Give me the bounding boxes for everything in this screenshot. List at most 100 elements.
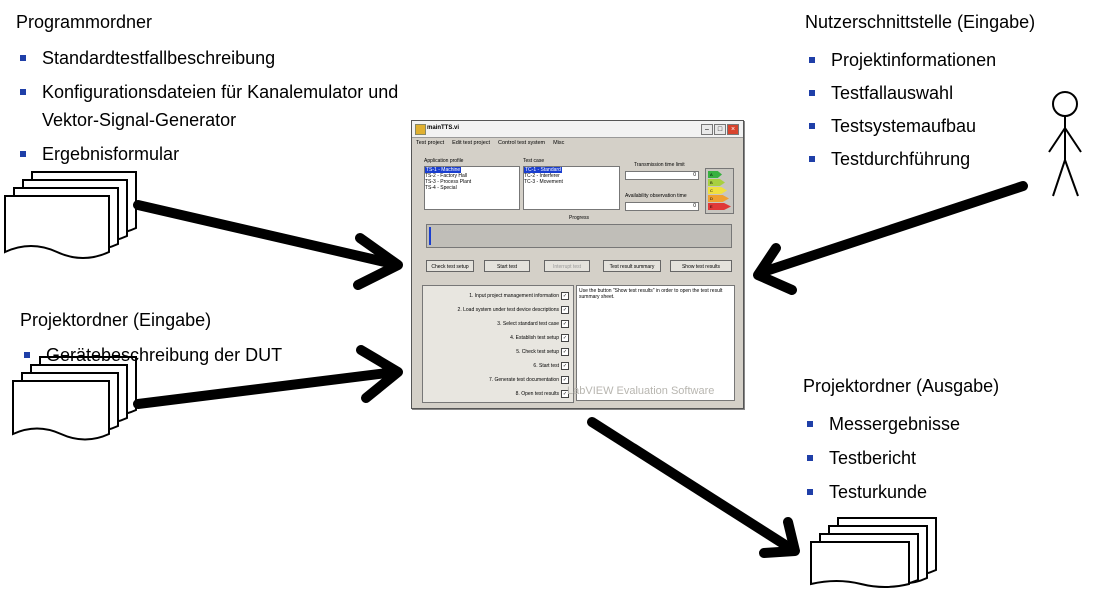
- progress-label: Progress: [569, 215, 590, 221]
- steps-panel: 1. Input project management information✓…: [422, 285, 574, 403]
- transmission-time-field[interactable]: 0: [625, 171, 699, 180]
- bullet-icon: [809, 90, 815, 96]
- list-item-label: Vektor-Signal-Generator: [42, 110, 237, 130]
- user-stick-figure: [1048, 91, 1082, 197]
- list-item: Messergebnisse: [803, 407, 999, 441]
- bullet-icon: [20, 89, 26, 95]
- checkbox-icon[interactable]: ✓: [561, 306, 569, 314]
- test-result-summary-button[interactable]: Test result summary: [603, 260, 661, 272]
- list-item: Gerätebeschreibung der DUT: [20, 341, 282, 369]
- progress-bar: [426, 224, 732, 248]
- step-item: 7. Generate test documentation✓: [488, 376, 569, 384]
- list-item: Testsystemaufbau: [805, 110, 1035, 143]
- application-profile-list[interactable]: TS-1 - Machine TS-2 - Factory Hall TS-3 …: [424, 166, 520, 210]
- project-input-title: Projektordner (Eingabe): [20, 310, 212, 330]
- rating-a: A: [708, 171, 722, 178]
- app-icon: [415, 124, 426, 135]
- list-item[interactable]: TC-2 - Interferer: [524, 173, 560, 179]
- user-interface-title: Nutzerschnittstelle (Eingabe): [805, 12, 1036, 32]
- arrow-program-to-app: [133, 200, 403, 290]
- close-icon[interactable]: ×: [727, 124, 739, 135]
- menu-item-misc[interactable]: Misc: [553, 140, 565, 146]
- bullet-icon: [809, 57, 815, 63]
- program-folder-title: Programmordner: [16, 12, 153, 32]
- program-folder-list: Standardtestfallbeschreibung Konfigurati…: [16, 44, 398, 168]
- project-output-block: Projektordner (Ausgabe) Messergebnisse T…: [803, 376, 999, 509]
- bullet-icon: [807, 489, 813, 495]
- minimize-icon[interactable]: –: [701, 124, 713, 135]
- list-item[interactable]: TS-1 - Machine: [425, 167, 462, 173]
- list-item[interactable]: TS-2 - Factory Hall: [425, 173, 467, 179]
- list-item[interactable]: TC-3 - Movement: [524, 179, 563, 185]
- checkbox-icon[interactable]: ✓: [561, 362, 569, 370]
- app-window: mainTTS.vi – □ × Test project Edit test …: [411, 120, 744, 409]
- document-stack-program-folder: [4, 171, 137, 259]
- checkbox-icon[interactable]: ✓: [561, 334, 569, 342]
- user-interface-list: Projektinformationen Testfallauswahl Tes…: [805, 44, 1035, 176]
- document-stack-project-output: [810, 517, 937, 588]
- info-text-box: Use the button "Show test results" in or…: [576, 285, 735, 401]
- bullet-icon: [20, 151, 26, 157]
- list-item[interactable]: TS-3 - Process Plant: [425, 179, 472, 185]
- list-item-label: Gerätebeschreibung der DUT: [46, 345, 283, 365]
- availability-label: Availability observation time: [625, 193, 687, 199]
- list-item-continuation: Vektor-Signal-Generator: [16, 106, 398, 134]
- program-folder-block: Programmordner Standardtestfallbeschreib…: [16, 12, 398, 168]
- checkbox-icon[interactable]: ✓: [561, 292, 569, 300]
- arrow-project-input-to-app: [133, 345, 403, 409]
- list-item-label: Testurkunde: [829, 482, 928, 502]
- step-item: 5. Check test setup✓: [516, 348, 569, 356]
- list-item: Testdurchführung: [805, 143, 1035, 176]
- start-test-button[interactable]: Start test: [484, 260, 530, 272]
- availability-field[interactable]: 0: [625, 202, 699, 211]
- menu-item-edit-test-project[interactable]: Edit test project: [452, 140, 491, 146]
- rating-scale: A B C D E: [705, 168, 734, 214]
- list-item: Ergebnisformular: [16, 140, 398, 168]
- list-item: Testbericht: [803, 441, 999, 475]
- bullet-icon: [20, 55, 26, 61]
- bullet-icon: [807, 455, 813, 461]
- window-title: mainTTS.vi: [427, 125, 460, 131]
- bullet-icon: [807, 421, 813, 427]
- window-titlebar[interactable]: mainTTS.vi – □ ×: [412, 121, 743, 138]
- maximize-icon[interactable]: □: [714, 124, 726, 135]
- check-test-setup-button[interactable]: Check test setup: [426, 260, 474, 272]
- list-item-label: Testbericht: [829, 448, 917, 468]
- rating-b: B: [708, 179, 725, 186]
- list-item[interactable]: TC-1 - Standard: [524, 167, 562, 173]
- checkbox-icon[interactable]: ✓: [561, 320, 569, 328]
- menu-item-test-project[interactable]: Test project: [416, 140, 445, 146]
- list-item-label: Standardtestfallbeschreibung: [42, 48, 276, 68]
- project-output-title: Projektordner (Ausgabe): [803, 376, 1000, 396]
- arrow-app-to-output: [587, 417, 800, 558]
- checkbox-icon[interactable]: ✓: [561, 376, 569, 384]
- list-item-label: Testsystemaufbau: [831, 116, 977, 136]
- show-test-results-button[interactable]: Show test results: [670, 260, 732, 272]
- project-output-list: Messergebnisse Testbericht Testurkunde: [803, 407, 999, 509]
- transmission-time-label: Transmission time limit: [634, 162, 685, 168]
- checkbox-icon[interactable]: ✓: [561, 390, 569, 398]
- rating-c: C: [708, 187, 727, 194]
- test-case-list[interactable]: TC-1 - Standard TC-2 - Interferer TC-3 -…: [523, 166, 620, 210]
- step-item: 2. Load system under test device descrip…: [457, 306, 569, 314]
- user-interface-block: Nutzerschnittstelle (Eingabe) Projektinf…: [805, 12, 1035, 176]
- project-input-block: Projektordner (Eingabe) Gerätebeschreibu…: [20, 310, 282, 369]
- list-item: Standardtestfallbeschreibung: [16, 44, 398, 72]
- checkbox-icon[interactable]: ✓: [561, 348, 569, 356]
- document-stack-project-input: [12, 356, 137, 441]
- arrow-user-to-app: [753, 181, 1028, 295]
- project-input-list: Gerätebeschreibung der DUT: [20, 341, 282, 369]
- progress-fill: [429, 227, 431, 245]
- step-item: 3. Select standard test case✓: [497, 320, 569, 328]
- bullet-icon: [809, 123, 815, 129]
- bullet-icon: [24, 352, 30, 358]
- interrupt-test-button[interactable]: Interrupt test: [544, 260, 590, 272]
- step-item: 6. Start test✓: [533, 362, 569, 370]
- list-item-label: Testfallauswahl: [831, 83, 954, 103]
- menu-item-control-test-system[interactable]: Control test system: [498, 140, 546, 146]
- list-item-label: Testdurchführung: [831, 149, 971, 169]
- list-item: Projektinformationen: [805, 44, 1035, 77]
- list-item-label: Projektinformationen: [831, 50, 997, 70]
- list-item[interactable]: TS-4 - Special: [425, 185, 457, 191]
- list-item: Testurkunde: [803, 475, 999, 509]
